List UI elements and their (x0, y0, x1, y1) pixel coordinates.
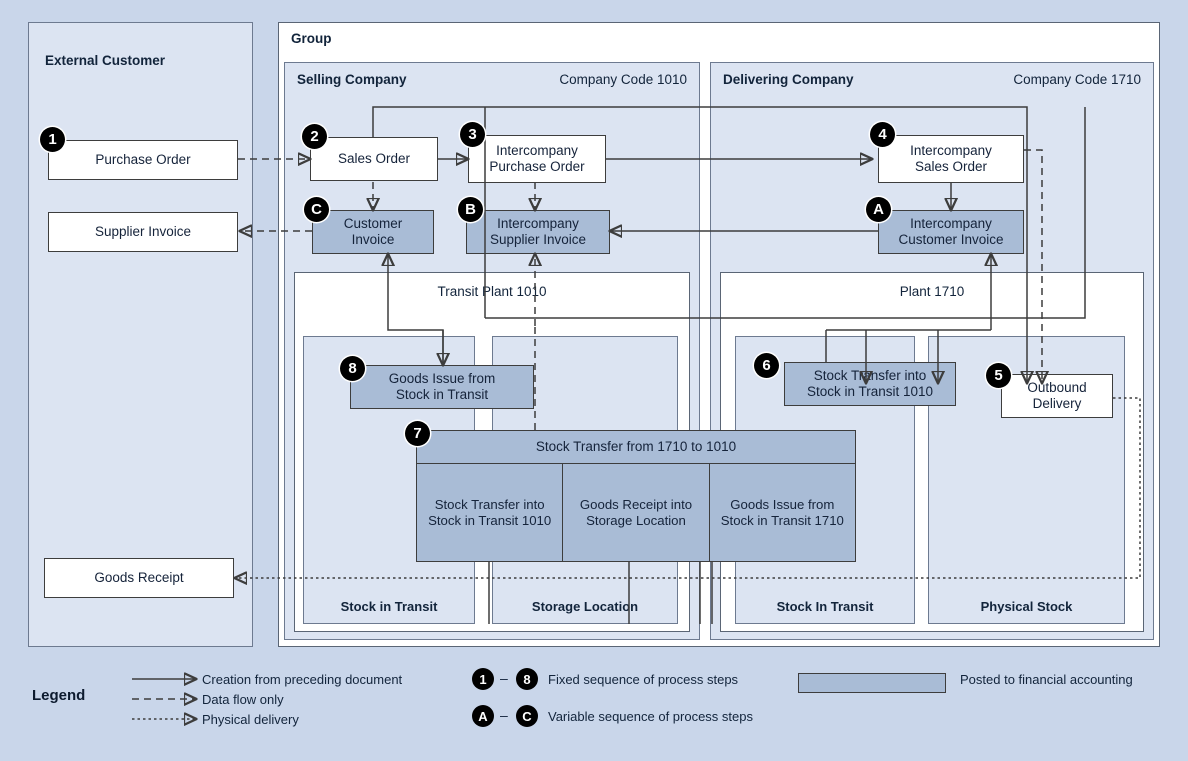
node-goods-receipt[interactable]: Goods Receipt (44, 558, 234, 598)
panel-delivering-company-code: Company Code 1710 (1013, 72, 1141, 87)
badge-stock-transfer-group: 7 (405, 421, 430, 446)
node-supplier-invoice[interactable]: Supplier Invoice (48, 212, 238, 252)
panel-delivering-company-title: Delivering Company (723, 72, 854, 87)
legend-line-icons (132, 668, 210, 728)
legend-sequence-label-1: Variable sequence of process steps (548, 709, 753, 724)
badge-goods-issue-from-stock-in-transit: 8 (340, 356, 365, 381)
node-stock-transfer-group[interactable]: Stock Transfer from 1710 to 1010 Stock T… (416, 430, 856, 562)
panel-plant-1710-title: Plant 1710 (899, 284, 965, 299)
legend-dash-0: – (500, 670, 508, 686)
legend-title: Legend (32, 687, 86, 704)
node-sales-order[interactable]: Sales Order (310, 137, 438, 181)
stock-transfer-col-3: Goods Issue from Stock in Transit 1710 (720, 496, 844, 528)
badge-purchase-order: 1 (40, 127, 65, 152)
badge-customer-invoice: C (304, 197, 329, 222)
storage-area-delivering-stock-in-transit-label: Stock In Transit (776, 599, 874, 614)
legend-line-label-0: Creation from preceding document (202, 672, 403, 687)
node-intercompany-customer-invoice[interactable]: Intercompany Customer Invoice (878, 210, 1024, 254)
panel-selling-company-title: Selling Company (297, 72, 407, 87)
node-purchase-order[interactable]: Purchase Order (48, 140, 238, 180)
legend-badge-to-1: C (516, 705, 538, 727)
badge-intercompany-supplier-invoice: B (458, 197, 483, 222)
stock-transfer-col-1: Stock Transfer into Stock in Transit 101… (417, 464, 564, 561)
legend-badge-from-0: 1 (472, 668, 494, 690)
panel-external-customer: External Customer (28, 22, 253, 647)
legend-line-label-2: Physical delivery (202, 712, 299, 727)
stock-transfer-group-header: Stock Transfer from 1710 to 1010 (417, 431, 855, 464)
storage-area-selling-storage-location-label: Storage Location (531, 599, 639, 614)
node-intercompany-purchase-order[interactable]: Intercompany Purchase Order (468, 135, 606, 183)
badge-intercompany-customer-invoice: A (866, 197, 891, 222)
legend-dash-1: – (500, 707, 508, 723)
badge-intercompany-sales-order: 4 (870, 122, 895, 147)
storage-area-selling-stock-in-transit-label: Stock in Transit (340, 599, 438, 614)
panel-external-customer-title: External Customer (45, 53, 166, 68)
panel-selling-company-code: Company Code 1010 (559, 72, 687, 87)
legend-financial-swatch (798, 673, 946, 693)
panel-group-title: Group (291, 31, 332, 46)
badge-sales-order: 2 (302, 124, 327, 149)
legend-sequence-label-0: Fixed sequence of process steps (548, 672, 739, 687)
badge-stock-transfer-into-stock-in-transit-1010: 6 (754, 353, 779, 378)
legend-badge-from-1: A (472, 705, 494, 727)
legend-line-label-1: Data flow only (202, 692, 284, 707)
badge-outbound-delivery: 5 (986, 363, 1011, 388)
storage-area-delivering-physical-stock-label: Physical Stock (980, 599, 1073, 614)
node-intercompany-supplier-invoice[interactable]: Intercompany Supplier Invoice (466, 210, 610, 254)
badge-intercompany-purchase-order: 3 (460, 122, 485, 147)
legend-swatch-label: Posted to financial accounting (960, 672, 1133, 687)
legend-badge-to-0: 8 (516, 668, 538, 690)
panel-transit-plant-1010-title: Transit Plant 1010 (437, 284, 547, 299)
stock-transfer-col-2: Goods Receipt into Storage Location (563, 464, 710, 561)
node-customer-invoice[interactable]: Customer Invoice (312, 210, 434, 254)
